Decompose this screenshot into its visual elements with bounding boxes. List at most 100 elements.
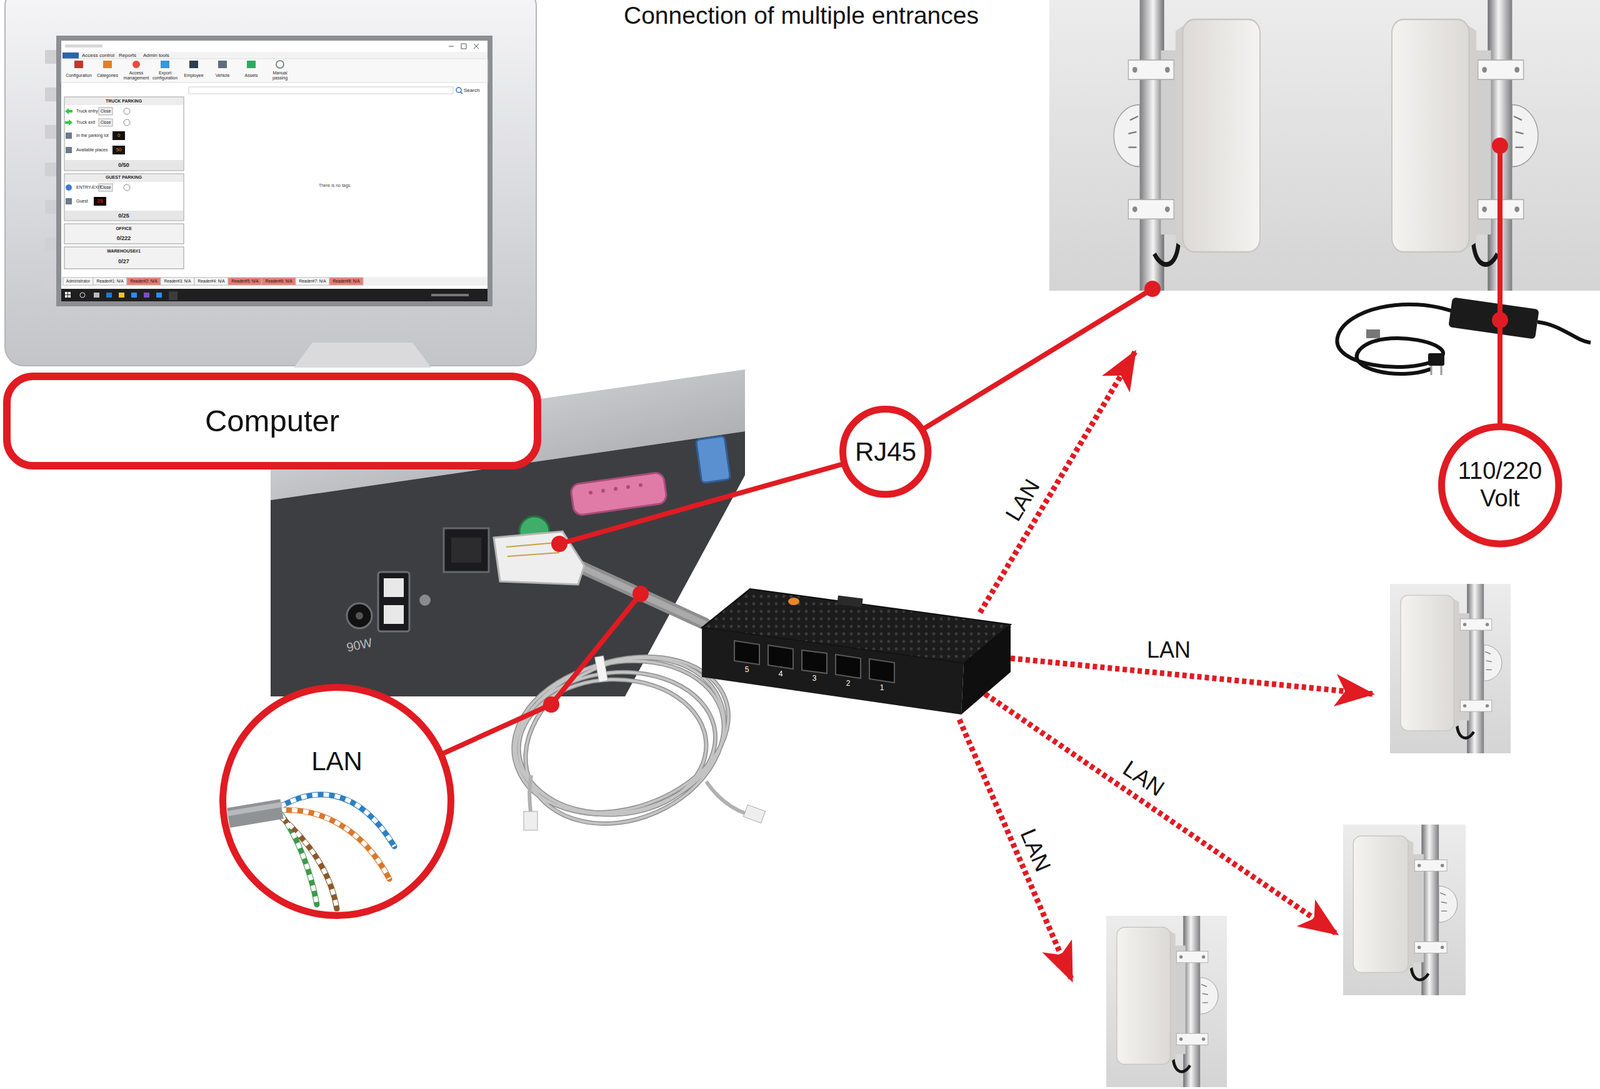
software-window	[460, 91, 463, 94]
rj45-callout: RJ45	[839, 405, 932, 498]
rfid-reader-photo	[1353, 824, 1458, 995]
twisted-pair-wire	[280, 813, 317, 905]
occupancy-count: 0/50	[118, 161, 130, 169]
occupancy-count: 0/222	[116, 235, 132, 242]
callout-outline	[223, 687, 452, 916]
search-button-label: Search	[463, 87, 480, 94]
leader-line	[559, 288, 1153, 544]
monitor	[45, 275, 57, 289]
rfid-reader-photo	[1106, 915, 1227, 1087]
reader-status: Reader#4: N/A	[198, 278, 225, 284]
software-window	[156, 292, 162, 298]
software-window	[160, 277, 195, 285]
leader-dot	[1144, 280, 1161, 297]
reader-status: Reader#5: N/A	[231, 278, 259, 284]
occupancy-count: 0/25	[118, 212, 130, 219]
power-adapter	[1336, 296, 1591, 375]
software-window	[448, 43, 479, 49]
rfid-reader-photo	[1113, 0, 1260, 291]
node-text-group: Computer	[205, 403, 340, 439]
power-rating: 90W	[345, 635, 374, 655]
network-switch	[869, 658, 895, 683]
cable-coil	[706, 781, 747, 814]
cable-coil	[516, 676, 709, 818]
toolbar-button-label: Employee	[180, 73, 208, 79]
ui-text: Truck exit	[76, 120, 95, 125]
callout-outline	[1441, 426, 1559, 544]
empty-list-message: There is no tags.	[318, 183, 352, 189]
cable-coil	[523, 811, 538, 830]
rfid-reader-photo	[1391, 0, 1539, 291]
counter-value: 0	[117, 132, 120, 139]
software-window	[64, 96, 184, 171]
port-number: 2	[846, 679, 851, 689]
panel-heading: OFFICE	[115, 226, 132, 232]
software-window	[64, 246, 184, 269]
rfid-reader-photo	[1116, 915, 1219, 1087]
toolbar-button-label: Manual passing	[266, 70, 294, 80]
software-window	[64, 173, 184, 221]
software-window	[261, 277, 296, 285]
network-switch	[788, 597, 800, 605]
monitor	[293, 342, 432, 368]
reader-status: Reader#6: N/A	[265, 278, 293, 284]
software-window	[93, 277, 127, 285]
laptop	[588, 483, 643, 495]
software-window	[123, 184, 130, 191]
software-window	[65, 146, 72, 154]
status-bar-item: Administrator	[66, 278, 90, 284]
software-window	[61, 40, 488, 52]
toolbar-button-label: Vehicle	[208, 73, 237, 79]
twisted-pair-wire	[280, 816, 337, 909]
port-number: 3	[812, 675, 817, 684]
button-label: Close	[100, 108, 112, 114]
cable-label: LAN	[1118, 755, 1169, 801]
software-window	[112, 131, 125, 140]
reader-status: Reader#3: N/A	[164, 278, 192, 284]
rfid-reader-photo	[1400, 583, 1502, 754]
node-label: RJ45	[855, 436, 917, 467]
reader-status: Reader#8: N/A	[333, 278, 360, 284]
node-text-group: RJ45	[855, 436, 917, 467]
counter-value: 25	[97, 198, 104, 204]
software-window	[168, 291, 178, 300]
leader-line	[336, 145, 1500, 802]
ui-text: Available places	[76, 147, 108, 153]
software-window	[68, 291, 71, 295]
software-window	[246, 60, 256, 69]
toolbar-button-label: Categories	[93, 73, 122, 79]
lan-link-arrow	[959, 719, 1072, 980]
leader-dot	[632, 585, 649, 602]
laptop	[355, 611, 364, 620]
cable-label: LAN	[1015, 825, 1056, 876]
laptop	[270, 431, 745, 697]
port-number: 5	[745, 665, 750, 675]
cable-coil	[743, 804, 765, 823]
rfid-reader-photo	[1049, 0, 1600, 291]
button-label: Close	[100, 185, 112, 190]
software-window	[65, 108, 73, 115]
network-switch	[768, 645, 794, 669]
monitor	[45, 50, 57, 64]
software-window	[61, 40, 488, 302]
stripped-cable	[218, 794, 395, 909]
occupancy-count: 0/27	[118, 258, 130, 265]
power-adapter	[1448, 296, 1539, 339]
panel-heading: GUEST PARKING	[105, 175, 142, 180]
toolbar-button-label: Export configuration	[151, 70, 179, 80]
software-window	[74, 60, 84, 69]
software-window	[126, 277, 161, 285]
monitor	[45, 162, 57, 177]
software-window	[80, 292, 85, 298]
twisted-pair-wire	[280, 794, 395, 847]
node-text-group: LAN	[311, 746, 363, 777]
laptop	[588, 490, 593, 495]
rfid-reader-photo	[1106, 583, 1511, 1087]
monitor	[45, 125, 57, 139]
cable-label: LAN	[1146, 636, 1191, 663]
lan-link-arrow	[959, 351, 1373, 980]
network-switch	[701, 627, 964, 715]
monitor	[45, 237, 57, 252]
leader-dot	[543, 696, 560, 713]
